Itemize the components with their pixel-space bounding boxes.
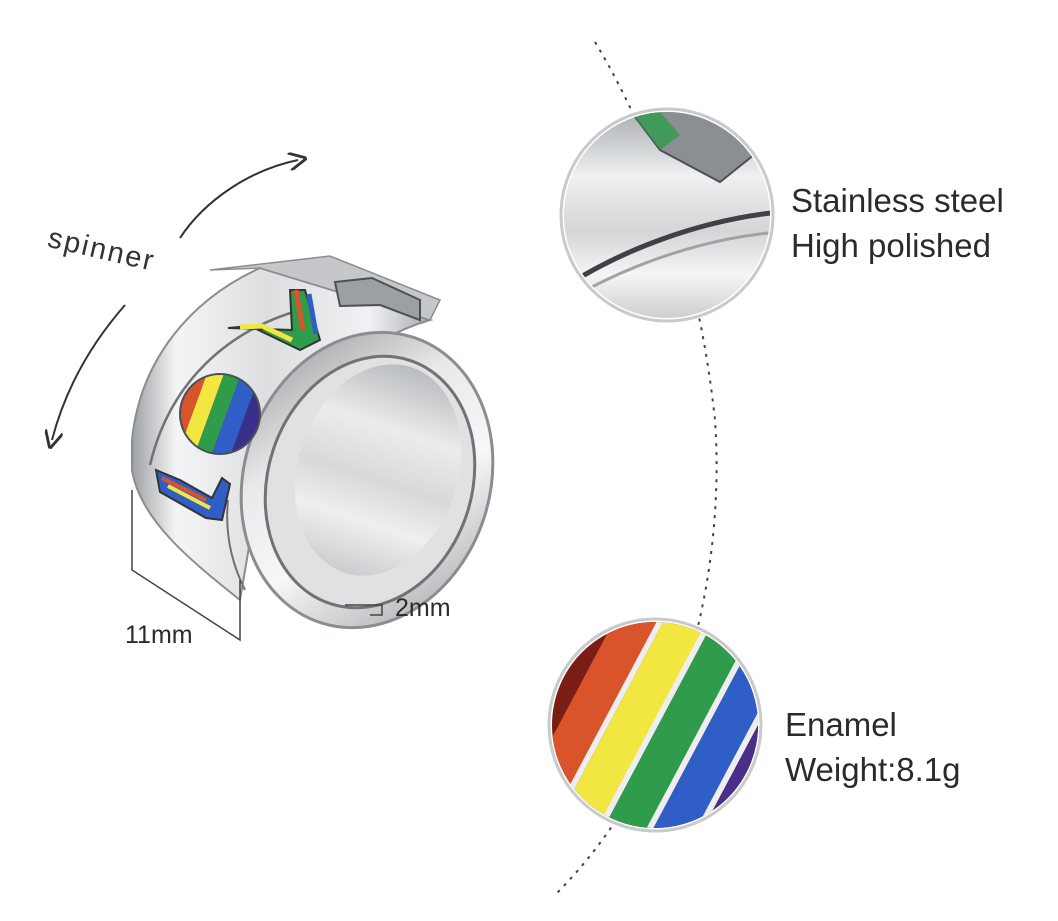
steel-feature-text: Stainless steel High polished xyxy=(791,178,1004,268)
steel-feature-line1: Stainless steel xyxy=(791,182,1004,219)
ring-letter-o xyxy=(180,374,260,454)
ring-letter-e xyxy=(333,276,421,322)
enamel-feature-text: Enamel Weight:8.1g xyxy=(785,702,961,792)
spin-arrow-bottom xyxy=(52,304,126,440)
spin-arrow-top xyxy=(179,160,298,239)
dimension-11mm-line xyxy=(131,490,241,642)
enamel-feature-line2: Weight:8.1g xyxy=(785,751,961,788)
ring-letter-l xyxy=(154,468,232,522)
steel-detail-circle xyxy=(559,107,775,323)
steel-feature-line2: High polished xyxy=(791,227,991,264)
enamel-feature-line1: Enamel xyxy=(785,706,897,743)
dimension-width-label: 11mm xyxy=(125,621,193,649)
dimension-thickness-label: 2mm xyxy=(395,594,451,622)
ring-letter-v xyxy=(227,289,322,352)
ring xyxy=(131,255,495,642)
dimension-2mm-line xyxy=(345,604,383,616)
